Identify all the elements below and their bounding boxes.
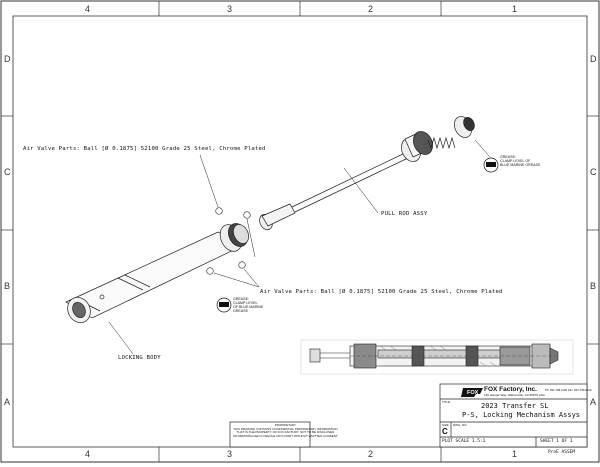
zone-row-a-left: A	[4, 397, 11, 407]
leader-lines	[108, 139, 491, 355]
zone-col-4-bottom: 4	[85, 449, 91, 459]
size-value: C	[442, 427, 448, 436]
fox-logo: FOX	[461, 388, 483, 397]
company-name: FOX Factory, Inc.	[484, 386, 537, 393]
company-address: 130 Hangar Way, Watsonville, CA 95076 US…	[484, 393, 545, 397]
zone-row-a-right: A	[590, 397, 597, 407]
svg-text:FOX: FOX	[467, 390, 479, 396]
size-label: SIZE	[442, 423, 449, 427]
zone-col-4-top: 4	[85, 4, 91, 14]
company-phone: Ph: 831-768-1100 Fax: 831-768-9312	[545, 388, 592, 392]
callout-air-valve-bottom: Air Valve Parts: Ball [Ø 0.1875] 52100 G…	[260, 289, 503, 295]
grease-symbol-right	[483, 157, 499, 173]
zone-col-1-top: 1	[512, 4, 518, 14]
zone-row-d-left: D	[4, 54, 11, 64]
callout-pull-rod: PULL ROD ASSY	[381, 211, 428, 217]
plot-scale: PLOT SCALE 1.5:1	[442, 439, 486, 444]
valve-ball-parts	[206, 207, 251, 275]
sheet-number: SHEET 1 OF 1	[540, 439, 573, 444]
title-line-1: 2023 Transfer SL	[481, 402, 549, 410]
zone-col-2-bottom: 2	[368, 449, 374, 459]
callout-air-valve-top: Air Valve Parts: Ball [Ø 0.1875] 52100 G…	[23, 146, 266, 152]
inner-border	[12, 15, 588, 448]
callout-locking-body: LOCKING BODY	[118, 355, 161, 361]
dwg-no-label: DWG. NO.	[453, 423, 468, 427]
zone-col-2-top: 2	[368, 4, 374, 14]
section-view	[300, 339, 574, 375]
zone-row-c-left: C	[4, 167, 11, 177]
zone-col-3-top: 3	[227, 4, 233, 14]
proprietary-notice: PROPRIETARY THIS DRAWING CONTAINS CONFID…	[233, 423, 338, 438]
title-line-2: P-S, Locking Mechanism Assys	[462, 411, 581, 419]
zone-col-1-bottom: 1	[512, 449, 518, 459]
zone-row-b-right: B	[590, 281, 597, 291]
locking-body-part	[65, 223, 249, 324]
grease-symbol-left	[216, 297, 232, 313]
zone-col-3-bottom: 3	[227, 449, 233, 459]
grease-note-left: GREASE: CLAMP LEVEL OF BLUE MARINE GREAS…	[233, 297, 264, 313]
title-label: TITLE	[442, 400, 451, 404]
zone-row-b-left: B	[4, 281, 11, 291]
zone-row-c-right: C	[590, 167, 597, 177]
bottom-note: ProE ASSEM	[548, 450, 576, 455]
grease-note-right: GREASE: CLAMP LEVEL OF BLUE MARINE GREAS…	[500, 155, 541, 167]
zone-row-d-right: D	[590, 54, 597, 64]
pull-rod-part	[259, 116, 475, 231]
